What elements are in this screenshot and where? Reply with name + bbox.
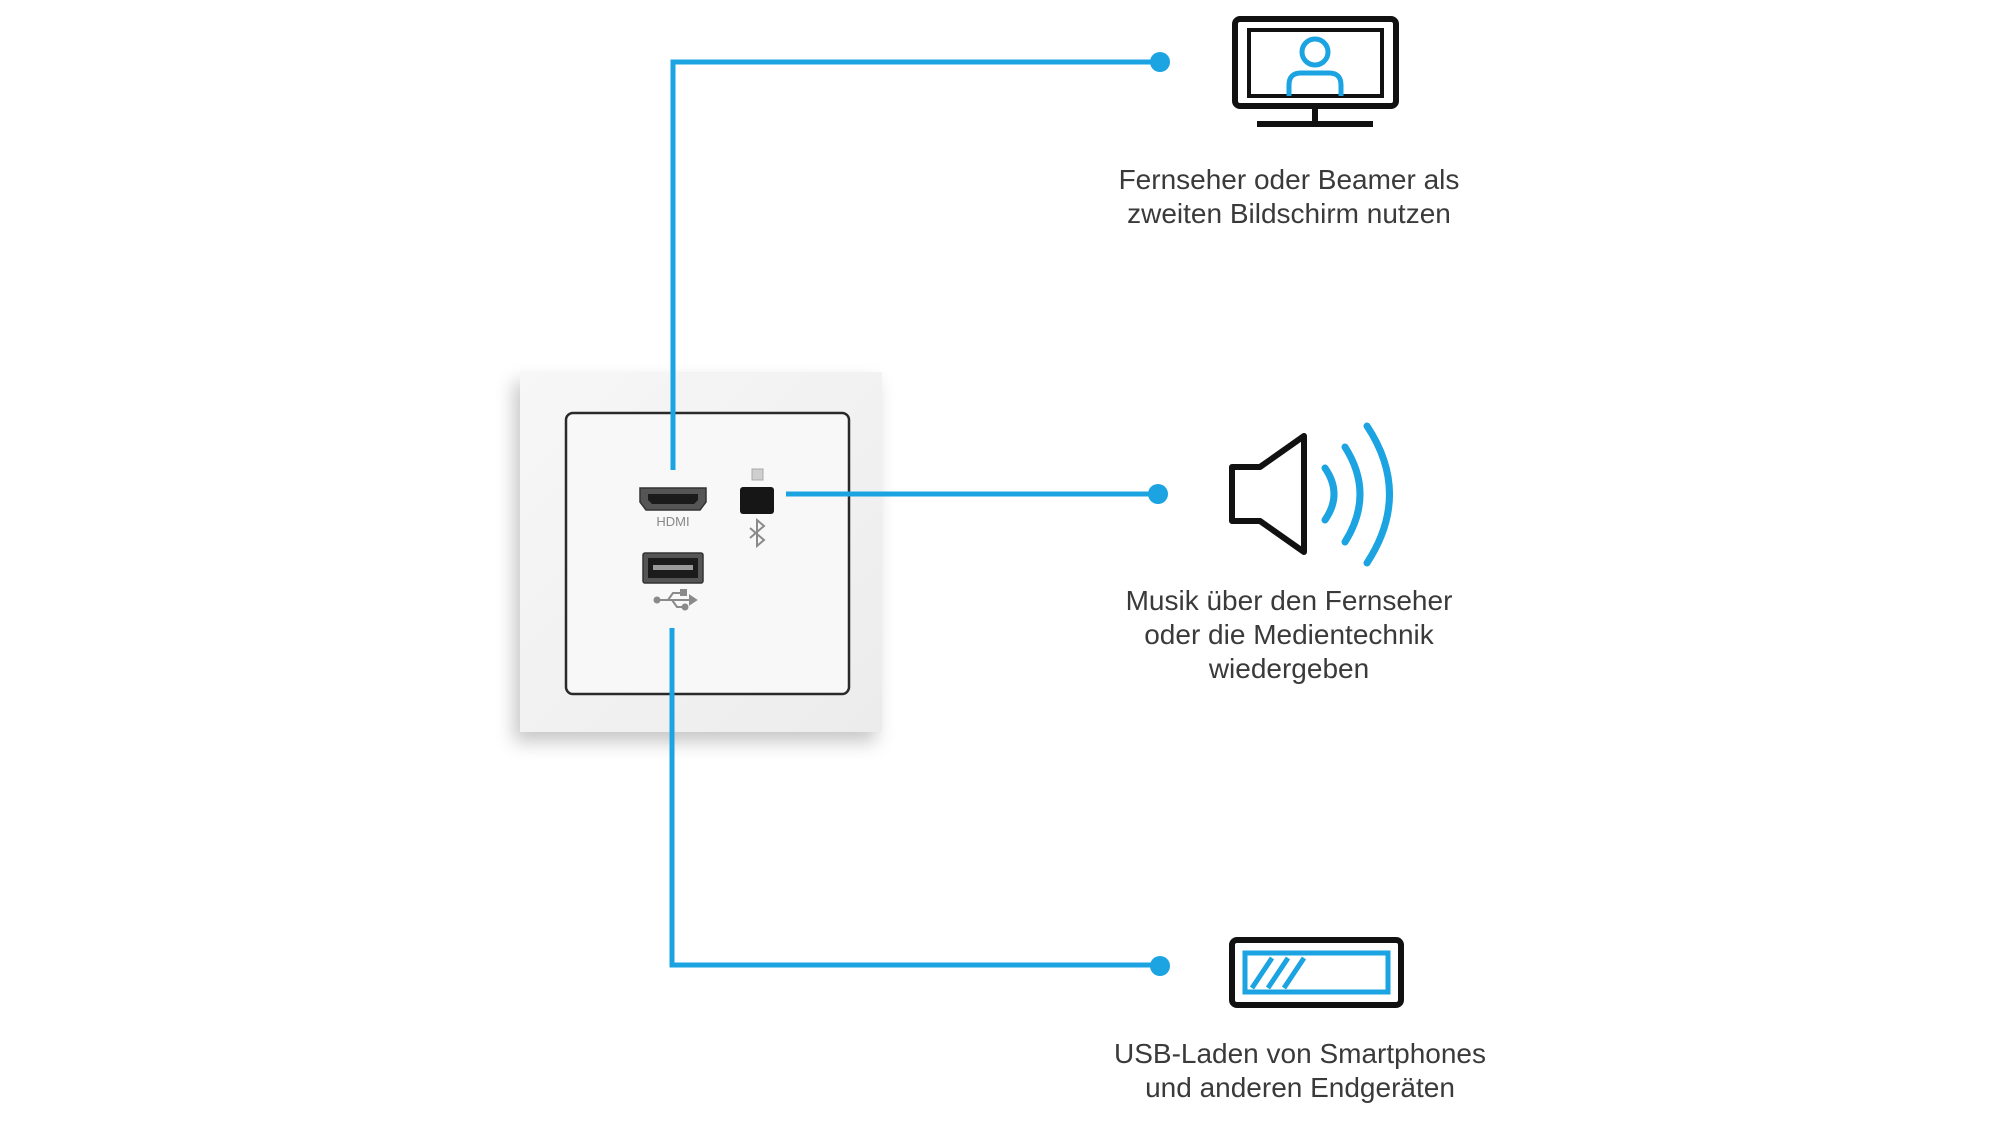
speaker-icon	[1229, 422, 1393, 567]
battery-charging-icon	[1229, 937, 1404, 1008]
monitor-user-icon	[1232, 16, 1399, 127]
caption-line: und anderen Endgeräten	[1145, 1072, 1455, 1103]
connector-dot-usb	[1150, 956, 1170, 976]
caption-line: zweiten Bildschirm nutzen	[1127, 198, 1451, 229]
caption-audio: Musik über den Fernseher oder die Medien…	[1029, 584, 1549, 686]
connector-display	[670, 59, 1160, 470]
socket-insert	[564, 411, 851, 696]
wall-socket: HDMI	[520, 372, 882, 732]
caption-line: Musik über den Fernseher	[1125, 585, 1453, 616]
usb-port	[642, 552, 704, 611]
bluetooth-pairing-button	[740, 468, 774, 549]
caption-display: Fernseher oder Beamer als zweiten Bildsc…	[1029, 163, 1549, 231]
caption-usb: USB-Laden von Smartphones und anderen En…	[1040, 1037, 1560, 1105]
caption-line: oder die Medientechnik	[1144, 619, 1434, 650]
caption-line: Fernseher oder Beamer als	[1118, 164, 1460, 195]
bluetooth-icon	[749, 517, 766, 549]
connector-usb	[669, 628, 1160, 968]
hdmi-label: HDMI	[656, 514, 689, 529]
usb-icon	[653, 589, 698, 611]
caption-line: USB-Laden von Smartphones	[1114, 1038, 1486, 1069]
connector-lines	[669, 59, 1160, 968]
caption-line: wiedergeben	[1208, 653, 1370, 684]
connector-dot-display	[1150, 52, 1170, 72]
hdmi-port: HDMI	[639, 487, 707, 529]
status-led	[751, 468, 764, 481]
connector-dot-audio	[1148, 484, 1168, 504]
